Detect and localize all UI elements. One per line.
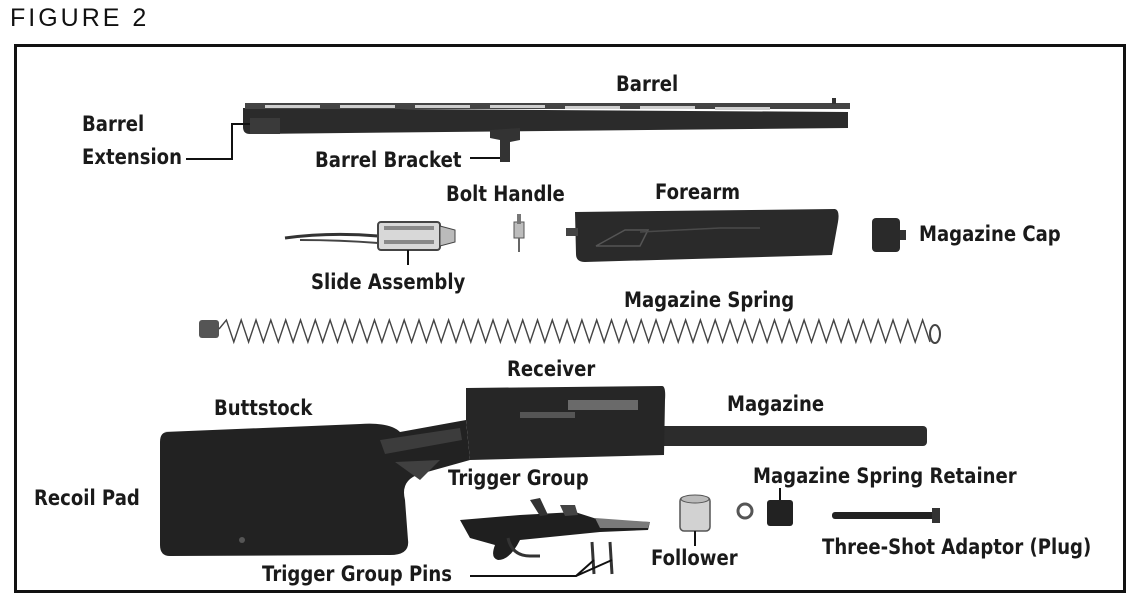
magazine-spring-retainer-part — [767, 488, 793, 526]
barrel-part — [243, 98, 850, 162]
label-slide-assembly: Slide Assembly — [311, 270, 466, 294]
magazine-spring-part — [199, 317, 941, 345]
label-trigger-group-pins: Trigger Group Pins — [262, 562, 452, 586]
spring-retainer-ring-part — [736, 502, 754, 520]
label-magazine-cap: Magazine Cap — [919, 222, 1061, 246]
label-follower: Follower — [651, 546, 738, 570]
trigger-group-pins-part — [470, 541, 614, 577]
follower-part — [679, 494, 711, 546]
receiver-buttstock-part — [160, 386, 927, 556]
figure-title: FIGURE 2 — [10, 4, 150, 32]
label-barrel-extension-line1: Barrel — [82, 112, 145, 136]
forearm-part — [566, 209, 839, 262]
label-magazine: Magazine — [727, 392, 825, 416]
label-forearm: Forearm — [655, 180, 741, 204]
label-barrel: Barrel — [616, 72, 679, 96]
label-recoil-pad: Recoil Pad — [34, 486, 140, 510]
slide-assembly-part — [284, 221, 456, 265]
label-barrel-bracket: Barrel Bracket — [315, 148, 462, 172]
label-receiver: Receiver — [507, 357, 596, 381]
label-three-shot-adaptor: Three-Shot Adaptor (Plug) — [822, 535, 1092, 559]
label-magazine-spring-retainer: Magazine Spring Retainer — [753, 464, 1017, 488]
three-shot-adaptor-part — [832, 508, 940, 523]
label-bolt-handle: Bolt Handle — [446, 182, 565, 206]
label-trigger-group: Trigger Group — [448, 466, 589, 490]
label-barrel-extension-line2: Extension — [82, 145, 182, 169]
label-magazine-spring: Magazine Spring — [624, 288, 795, 312]
label-buttstock: Buttstock — [214, 396, 313, 420]
magazine-cap-part — [872, 218, 906, 252]
bolt-handle-part — [513, 214, 525, 252]
trigger-group-part — [460, 498, 650, 560]
